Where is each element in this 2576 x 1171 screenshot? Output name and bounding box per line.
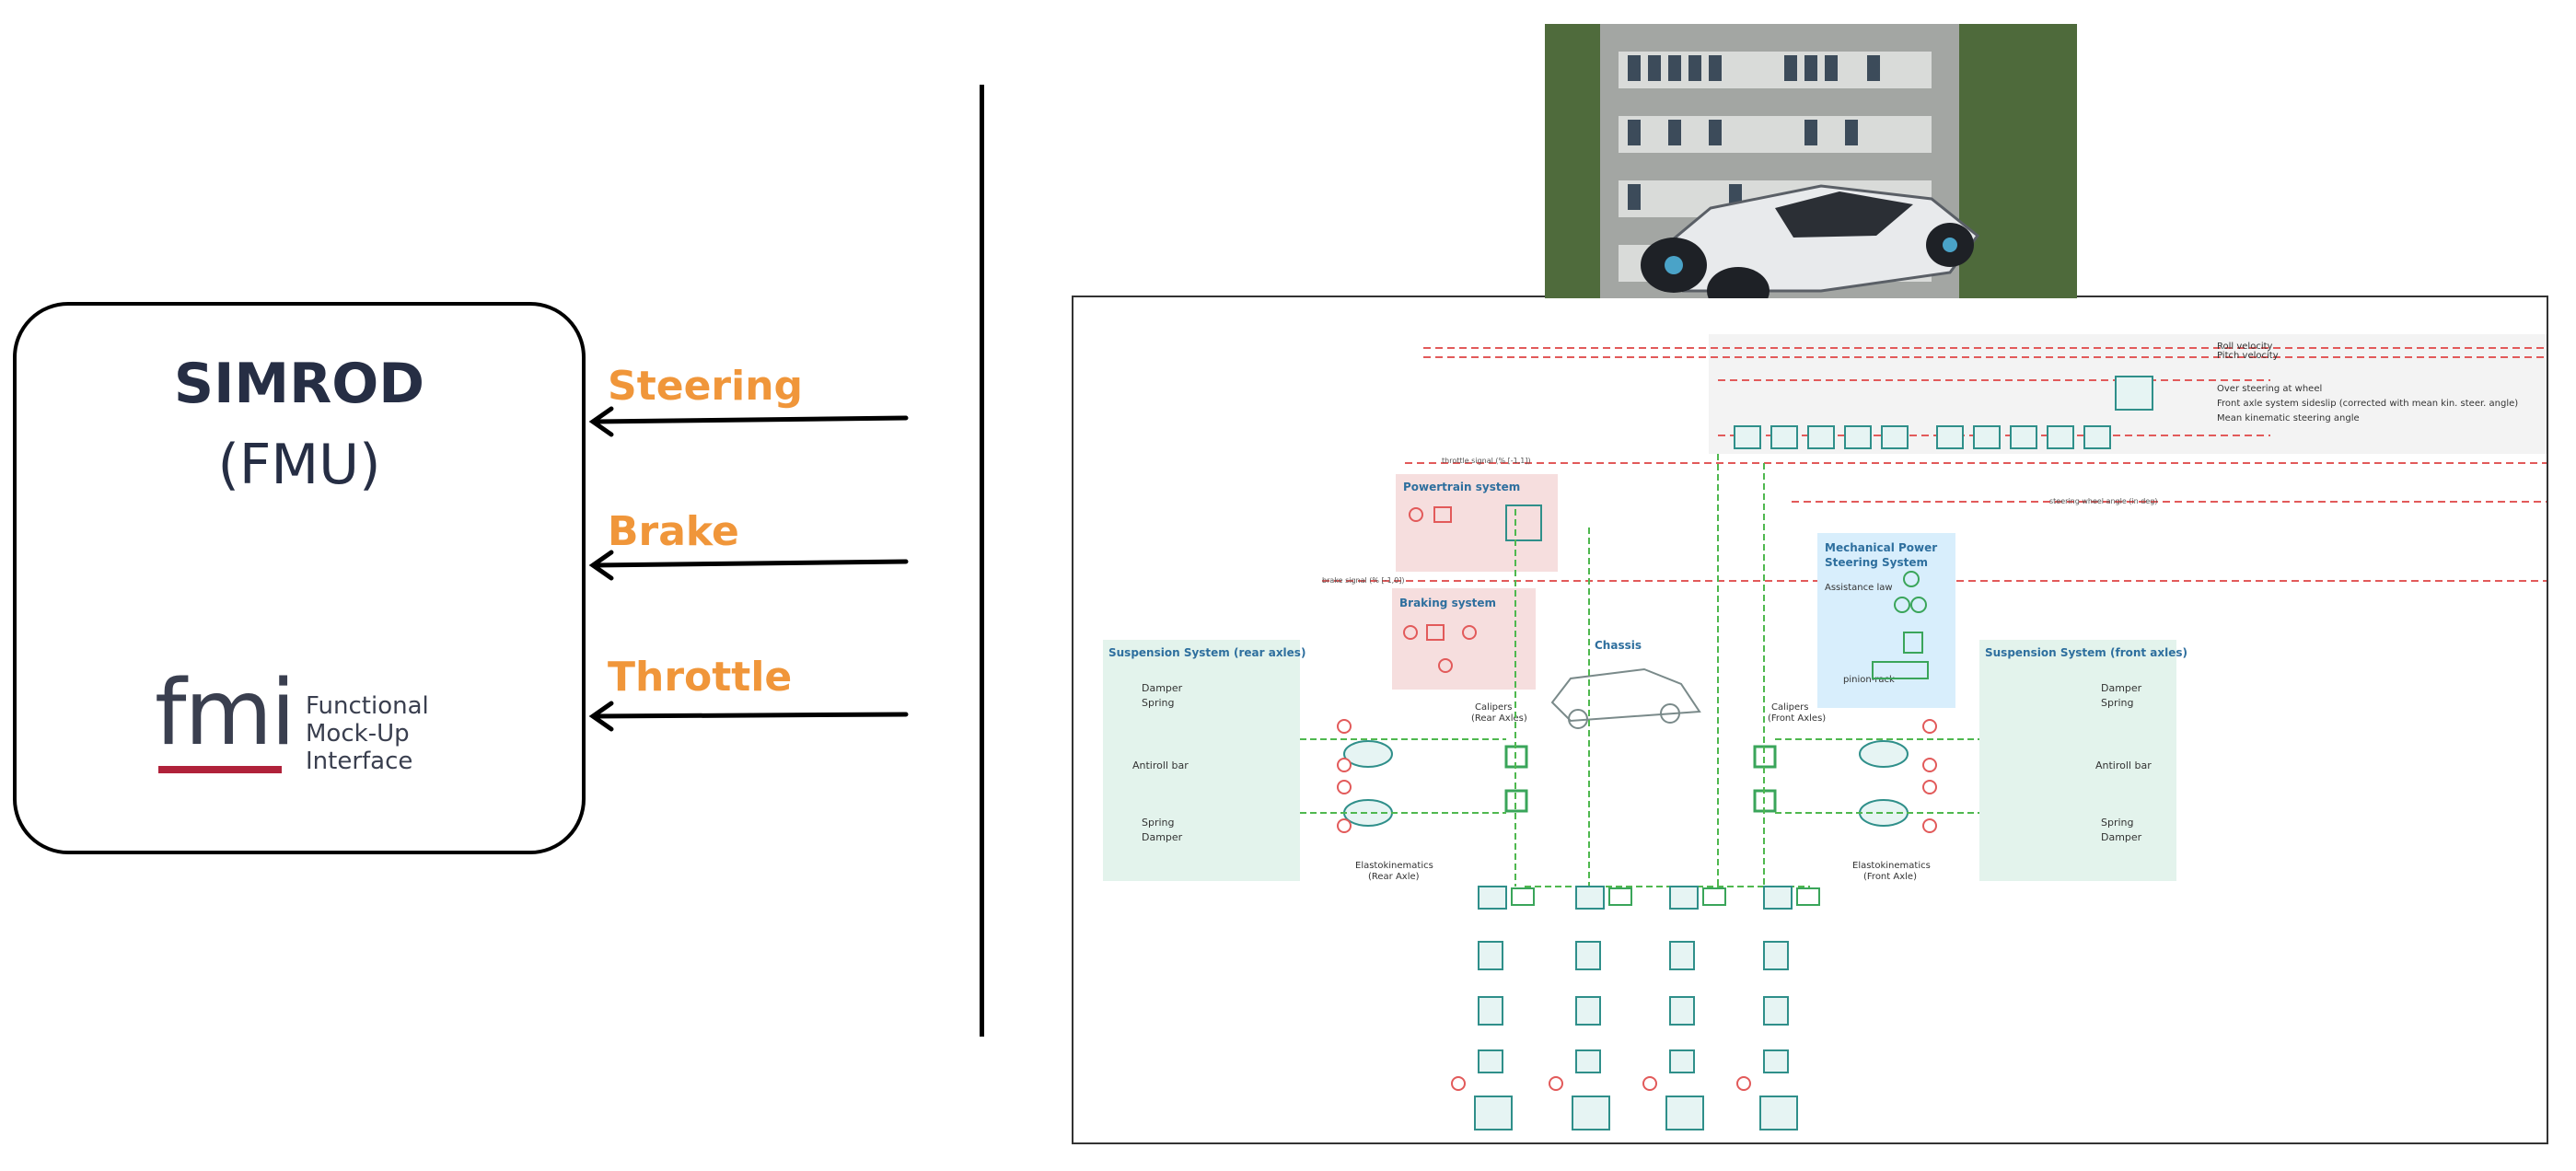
assistance-law-label: Assistance law (1825, 583, 1893, 593)
steering-system-label-1: Mechanical Power (1825, 541, 1937, 554)
output-oversteer: Over steering at wheel (2217, 384, 2322, 394)
steering-system-label-2: Steering System (1825, 556, 1928, 569)
elasto-rear-1: Elastokinematics (1355, 861, 1433, 871)
fmi-logo: fmi Functional Mock-Up Interface (144, 661, 438, 803)
fmi-logo-line-3: Interface (306, 748, 413, 775)
susp-front-label: Suspension System (front axles) (1985, 646, 2187, 659)
susp-front-antiroll: Antiroll bar (2095, 759, 2152, 771)
aerial-photo-graphic (1545, 24, 2077, 298)
powertrain-label: Powertrain system (1403, 481, 1520, 493)
elasto-front-1: Elastokinematics (1852, 861, 1931, 871)
signal-throttle-label: Throttle (608, 654, 793, 701)
signal-brake-label: Brake (608, 508, 739, 555)
fmi-logo-line-2: Mock-Up (306, 720, 410, 748)
susp-rear-damper-1: Damper (1142, 682, 1183, 694)
calipers-rear-2: (Rear Axles) (1471, 713, 1527, 724)
steering-angle-label: steering wheel angle (in deg) (2049, 497, 2157, 505)
fmu-box: SIMROD (FMU) fmi Functional Mock-Up Inte… (13, 302, 586, 854)
susp-rear-label: Suspension System (rear axles) (1108, 646, 1305, 659)
fmi-logo-line-1: Functional (306, 692, 429, 720)
fmi-logo-bar (158, 766, 282, 773)
calipers-rear-1: Calipers (1475, 702, 1513, 713)
simrod-vehicle (1641, 184, 1980, 298)
diagram-canvas: Powertrain system Braking system Mechani… (1103, 334, 2547, 1130)
susp-rear-antiroll: Antiroll bar (1132, 759, 1189, 771)
signal-steering-label: Steering (608, 363, 804, 410)
susp-front-spring-2: Spring (2101, 817, 2134, 829)
pinion-rack-label: pinion-rack (1843, 675, 1895, 685)
throttle-arrow (592, 712, 909, 719)
output-sideslip: Front axle system sideslip (corrected wi… (2217, 399, 2518, 409)
output-roll: Roll velocity (2217, 342, 2273, 352)
aerial-photo-with-vehicle (1545, 24, 2077, 298)
susp-front-spring-1: Spring (2101, 697, 2134, 709)
susp-rear-damper-2: Damper (1142, 831, 1183, 843)
susp-front-damper-2: Damper (2101, 831, 2142, 843)
output-steer-angle: Mean kinematic steering angle (2217, 413, 2360, 423)
steering-arrow (592, 415, 909, 424)
brake-arrow (592, 559, 909, 568)
calipers-front-2: (Front Axles) (1768, 713, 1826, 724)
throttle-signal-label: throttle signal (% [-1,1]) (1442, 457, 1531, 465)
fmu-subtitle: (FMU) (217, 433, 381, 497)
susp-rear-spring-2: Spring (1142, 817, 1175, 829)
vertical-divider (980, 85, 984, 1037)
fmi-logo-text: Functional Mock-Up Interface (306, 692, 429, 775)
susp-front-damper-1: Damper (2101, 682, 2142, 694)
vehicle-model-diagram: Powertrain system Braking system Mechani… (1072, 296, 2548, 1144)
fmi-logo-word: fmi (155, 661, 296, 766)
output-pitch: Pitch velocity (2217, 351, 2279, 361)
calipers-front-1: Calipers (1771, 702, 1809, 713)
susp-rear-spring-1: Spring (1142, 697, 1175, 709)
chassis-label: Chassis (1595, 639, 1642, 652)
chassis-car-icon (1550, 667, 1701, 729)
brake-signal-label: brake signal (% [-1,0]) (1322, 576, 1405, 585)
fmu-title: SIMROD (173, 352, 425, 416)
elasto-front-2: (Front Axle) (1863, 872, 1917, 882)
elasto-rear-2: (Rear Axle) (1368, 872, 1420, 882)
braking-label: Braking system (1399, 597, 1496, 609)
